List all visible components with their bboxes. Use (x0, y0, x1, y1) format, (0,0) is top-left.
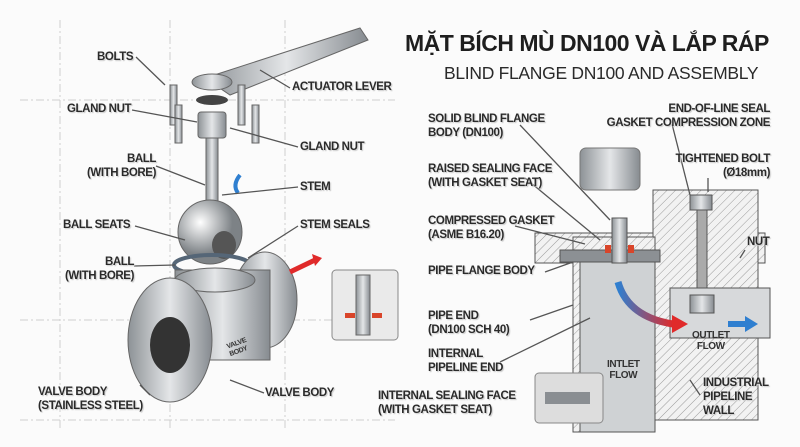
label-line: RAISED SEALING FACE (428, 163, 553, 175)
page-subtitle: BLIND FLANGE DN100 AND ASSEMBLY (444, 63, 759, 83)
label-line: GASKET COMPRESSION ZONE (606, 117, 771, 129)
label-pipe-end: PIPE END (DN100 SCH 40) (428, 309, 510, 337)
label-gland-nut-right: GLAND NUT (300, 141, 365, 153)
label-bolts: BOLTS (97, 51, 134, 63)
label-ball-with-bore-bottom: BALL (WITH BORE) (58, 255, 134, 283)
label-line: (WITH GASKET SEAT) (378, 404, 492, 416)
label-line: INDUSTRIAL (703, 377, 769, 389)
label-line: (DN100 SCH 40) (428, 324, 510, 336)
label-line: (WITH BORE) (64, 270, 134, 282)
blind-flange-cross-section (534, 147, 771, 433)
label-line: BODY (DN100) (428, 127, 503, 139)
label-raised-sealing-face: RAISED SEALING FACE (WITH GASKET SEAT) (428, 162, 552, 190)
label-line: BALL (126, 153, 156, 165)
label-line: BALL (104, 256, 134, 268)
label-ball-seats: BALL SEATS (63, 219, 131, 231)
label-internal-pipeline-end: INTERNAL PIPELINE END (428, 347, 503, 375)
label-solid-blind-flange: SOLID BLIND FLANGE BODY (DN100) (428, 112, 545, 140)
label-compressed-gasket: COMPRESSED GASKET (ASME B16.20) (428, 214, 555, 242)
leader-lines (131, 56, 746, 396)
label-line: FLOW (609, 370, 638, 381)
label-line: PIPE END (428, 310, 479, 322)
label-line: PIPELINE END (428, 362, 504, 374)
label-ball-with-bore-top: BALL (WITH BORE) (80, 152, 156, 180)
label-line: (WITH BORE) (86, 167, 156, 179)
label-line: SOLID BLIND FLANGE (428, 113, 545, 125)
label-gland-nut-left: GLAND NUT (67, 103, 132, 115)
label-industrial-pipeline-wall: INDUSTRIAL PIPELINE WALL (703, 376, 769, 418)
label-line: (ASME B16.20) (428, 229, 504, 241)
label-outlet-flow: OUTLET FLOW (692, 330, 730, 352)
page-title: MẶT BÍCH MÙ DN100 VÀ LẮP RÁP (405, 30, 769, 56)
label-line: (WITH GASKET SEAT) (428, 177, 542, 189)
label-line: WALL (703, 405, 734, 417)
label-line: END-OF-LINE SEAL (668, 103, 770, 115)
label-end-of-line-seal: END-OF-LINE SEAL GASKET COMPRESSION ZONE (600, 102, 771, 130)
label-line: TIGHTENED BOLT (675, 153, 771, 165)
label-pipe-flange-body: PIPE FLANGE BODY (428, 265, 535, 277)
label-stem: STEM (300, 181, 331, 193)
label-actuator-lever: ACTUATOR LEVER (292, 81, 392, 93)
label-valve-body: VALVE BODY (265, 387, 335, 399)
label-line: PIPELINE (703, 391, 753, 403)
label-line: COMPRESSED GASKET (428, 215, 555, 227)
label-line: (STAINLESS STEEL) (38, 400, 143, 412)
ball-valve-illustration (127, 27, 399, 403)
label-inlet-flow: INTLET FLOW (607, 359, 640, 381)
label-internal-sealing-face: INTERNAL SEALING FACE (WITH GASKET SEAT) (378, 389, 516, 417)
label-nut: NUT (747, 236, 770, 248)
label-line: OUTLET (692, 330, 730, 341)
label-stem-seals: STEM SEALS (300, 219, 370, 231)
label-line: VALVE BODY (38, 386, 108, 398)
label-line: INTERNAL SEALING FACE (378, 390, 516, 402)
label-line: (Ø18mm) (722, 167, 770, 179)
label-line: FLOW (696, 341, 725, 352)
label-line: INTLET (607, 359, 640, 370)
label-tightened-bolt: TIGHTENED BOLT (Ø18mm) (660, 152, 771, 180)
label-line: INTERNAL (428, 348, 483, 360)
label-valve-body-stainless: VALVE BODY (STAINLESS STEEL) (38, 385, 143, 413)
